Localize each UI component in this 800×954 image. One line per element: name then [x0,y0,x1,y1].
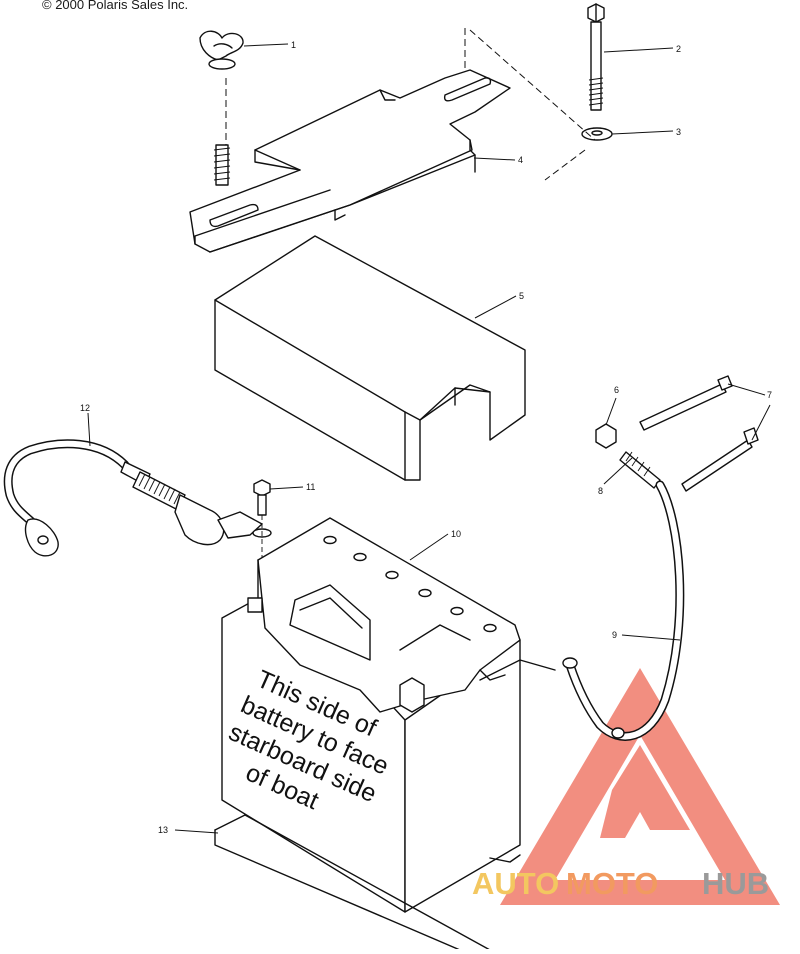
callout-leader-lines [87,43,771,834]
callout-8: 8 [598,486,603,496]
part-8-terminal-bolt [619,451,661,489]
battery-cell-caps [323,535,497,633]
callout-5: 5 [519,291,524,301]
callout-4: 4 [518,155,523,165]
callout-3: 3 [676,127,681,137]
callout-2: 2 [676,44,681,54]
part-4-hold-down-bracket [189,69,511,253]
part-9-cable [479,480,685,741]
part-1-wing-nut [199,30,244,70]
part-12-cable-assembly [3,439,263,557]
battery-warning-label: This side of battery to face starboard s… [225,665,393,815]
part-2-bolt [587,3,605,111]
automotohub-logo [500,668,780,905]
part-6-terminal-nut [595,423,617,449]
callout-6: 6 [614,385,619,395]
callout-9: 9 [612,630,617,640]
copyright-notice: © 2000 Polaris Sales Inc. [42,0,189,12]
callout-1: 1 [291,40,296,50]
part-13-battery-tray [214,814,521,951]
watermark-hub: HUB [702,866,769,901]
alignment-dashed-lines [225,28,596,181]
watermark-moto: MOTO [566,866,658,901]
part-7-cable-ties [639,375,759,492]
callout-7: 7 [767,390,772,400]
part-3-washer [581,127,613,141]
callout-11: 11 [306,482,315,492]
callout-10: 10 [451,529,461,539]
part-5-battery-cover [214,235,526,481]
callout-12: 12 [80,403,90,413]
part-10-battery [221,517,521,913]
watermark-auto: AUTO [472,866,559,901]
callout-labels: 1 2 3 4 5 6 7 8 9 10 11 12 13 [80,40,772,835]
automotohub-wordmark: AUTO MOTO HUB [472,866,769,901]
callout-13: 13 [158,825,168,835]
